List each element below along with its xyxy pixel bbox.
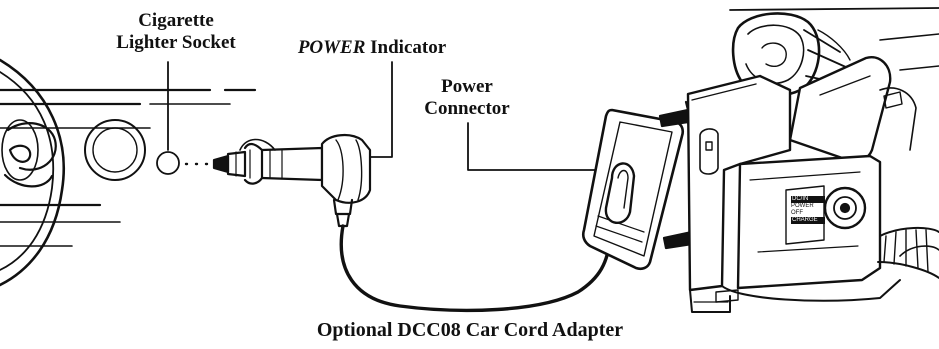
power-connector-line1: Power [441, 76, 493, 97]
power-indicator-leader [369, 61, 393, 158]
camera-jack-labels: DC/IN POWER OFF CHARGE [791, 196, 825, 224]
power-indicator-label: POWER Indicator [262, 37, 482, 59]
dashboard [0, 88, 257, 247]
adapter-cord [339, 224, 612, 313]
cigarette-lighter-socket-label: Cigarette Lighter Socket [96, 10, 256, 54]
gauge-circles [84, 119, 180, 181]
cigarette-label-line1: Cigarette [138, 10, 214, 31]
power-connector-leader [467, 122, 613, 171]
power-indicator-rest: Indicator [365, 37, 447, 58]
jack-label-charge: CHARGE [791, 217, 825, 224]
camcorder [686, 7, 939, 313]
figure-caption: Optional DCC08 Car Cord Adapter [316, 319, 624, 341]
power-indicator-word: POWER [297, 37, 366, 58]
jack-label-off: OFF [791, 210, 803, 216]
steering-wheel [0, 58, 65, 287]
cigarette-label-line2: Lighter Socket [116, 32, 236, 53]
power-connector-label: Power Connector [392, 76, 542, 120]
adapter-plate [581, 108, 685, 271]
jack-label-dcin: DC/IN [791, 196, 825, 203]
power-connector-line2: Connector [424, 98, 510, 119]
car-plug [212, 134, 372, 228]
jack-label-power: POWER [791, 203, 814, 209]
